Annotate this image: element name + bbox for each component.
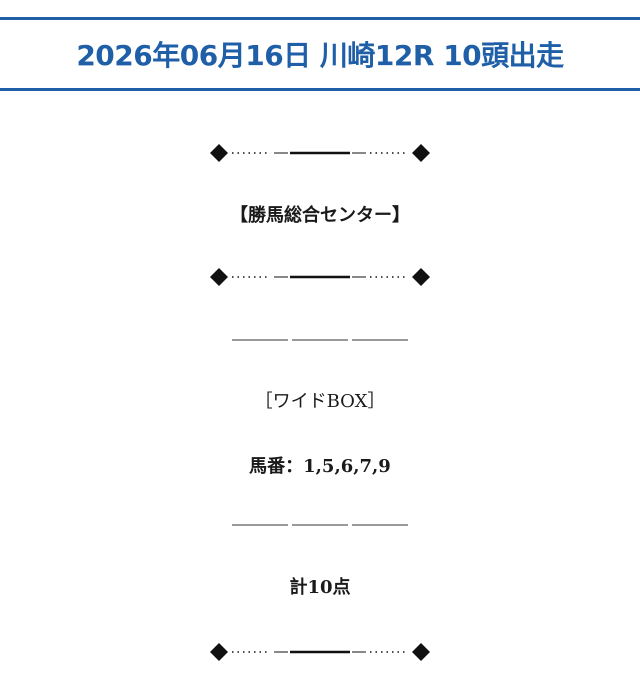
ornament-divider-middle bbox=[0, 265, 640, 289]
rule-divider-top bbox=[0, 338, 640, 342]
diamond-ornament-icon bbox=[210, 643, 430, 661]
page-header: 2026年06月16日 川崎12R 10頭出走 bbox=[0, 17, 640, 91]
rule-divider-bottom bbox=[0, 523, 640, 527]
total-points: 計10点 bbox=[289, 577, 351, 598]
center-name: 【勝馬総合センター】 bbox=[230, 205, 410, 226]
diamond-ornament-icon bbox=[210, 268, 430, 286]
page-title: 2026年06月16日 川崎12R 10頭出走 bbox=[76, 39, 564, 72]
ornament-divider-bottom bbox=[0, 640, 640, 664]
bet-type-label: ［ワイドBOX］ bbox=[254, 391, 386, 412]
horse-numbers: 馬番：1,5,6,7,9 bbox=[249, 456, 391, 477]
diamond-ornament-icon bbox=[210, 144, 430, 162]
ornament-divider-top bbox=[0, 141, 640, 165]
